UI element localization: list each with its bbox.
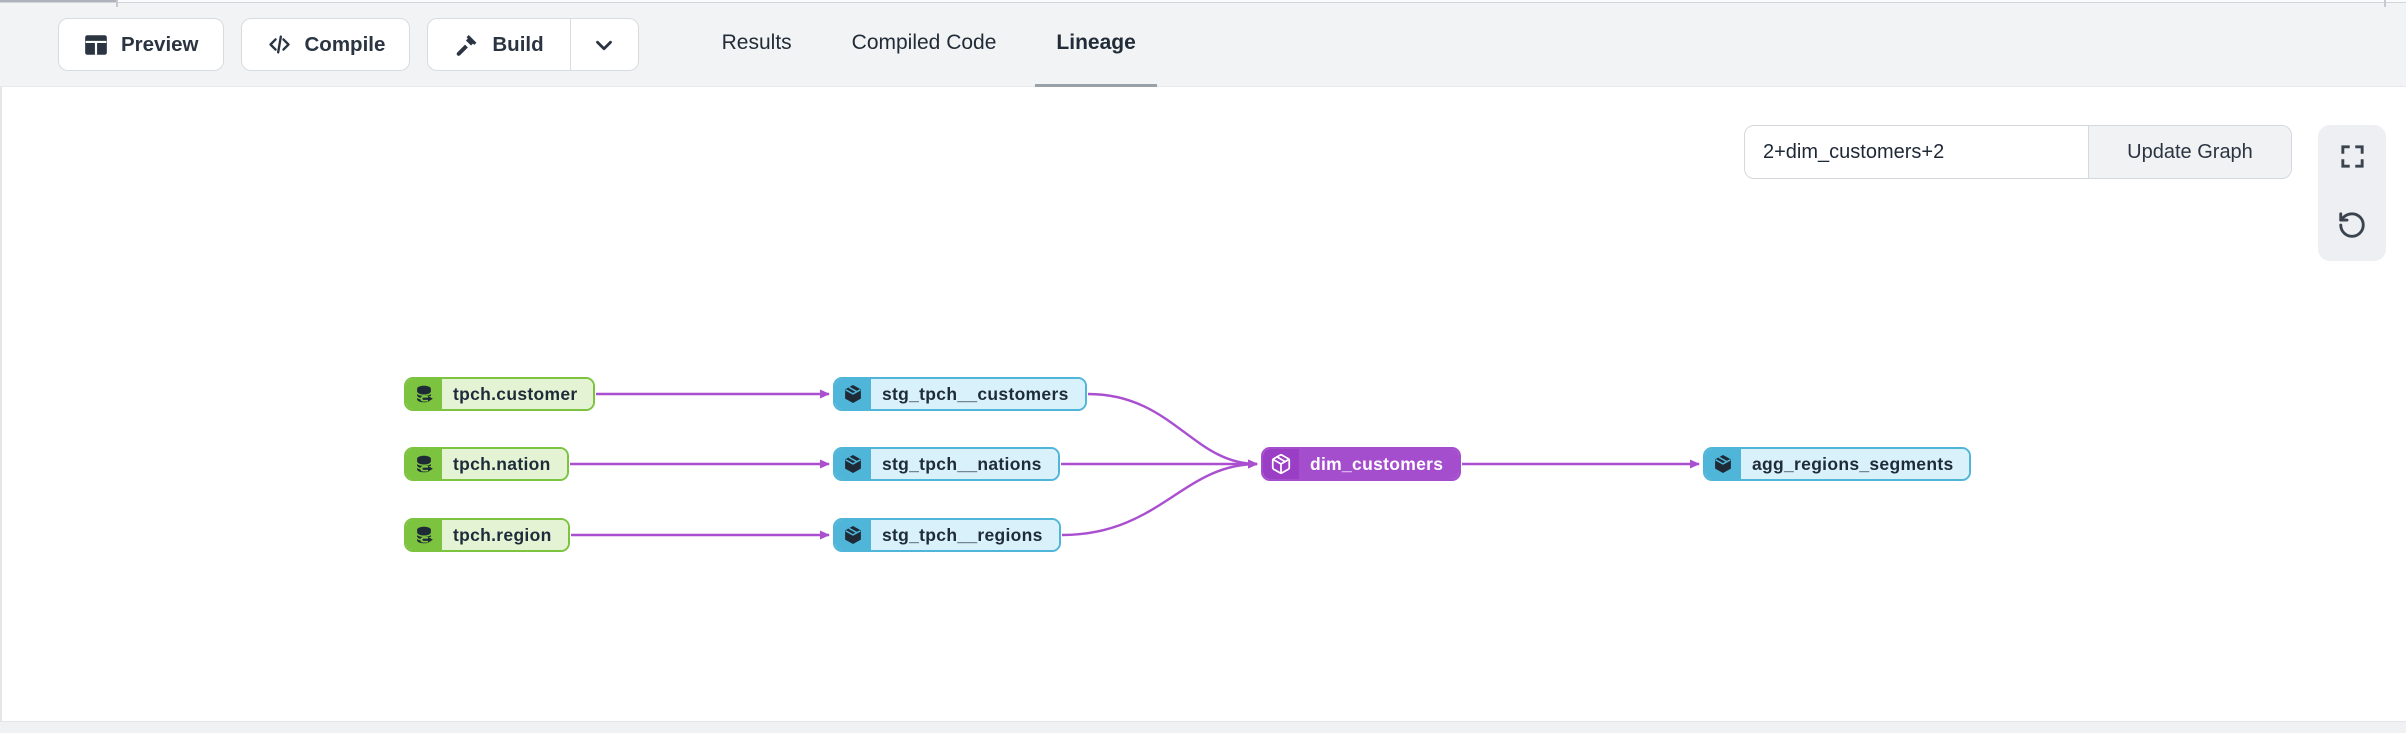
compile-button[interactable]: Compile xyxy=(240,18,411,71)
model-cube-icon xyxy=(835,520,871,550)
lineage-node-dim_customers[interactable]: dim_customers xyxy=(1261,447,1462,481)
model-selector-group: Update Graph xyxy=(1744,125,2292,179)
reset-view-button[interactable] xyxy=(2332,207,2372,247)
lineage-edges-layer xyxy=(570,389,1700,540)
lineage-node-stg_tpch__nations[interactable]: stg_tpch__nations xyxy=(833,447,1060,481)
tab-compiled-code-label: Compiled Code xyxy=(851,31,997,54)
compile-button-label: Compile xyxy=(304,32,386,56)
build-button-label: Build xyxy=(492,32,544,56)
lineage-canvas[interactable]: Update Graph tpch.customer tpch.nation tpc… xyxy=(0,87,2406,721)
node-label: stg_tpch__customers xyxy=(871,379,1085,409)
lineage-node-tpch.region[interactable]: tpch.region xyxy=(404,518,570,552)
node-label: stg_tpch__nations xyxy=(871,449,1058,479)
node-label: tpch.region xyxy=(442,520,568,550)
update-graph-button[interactable]: Update Graph xyxy=(2089,125,2292,179)
model-selector-input[interactable] xyxy=(1744,125,2089,179)
database-source-icon xyxy=(406,449,442,479)
node-label: tpch.nation xyxy=(442,449,567,479)
hammer-icon xyxy=(454,32,480,58)
lineage-node-agg_regions_segments[interactable]: agg_regions_segments xyxy=(1703,447,1972,481)
model-cube-icon xyxy=(1263,449,1299,479)
build-dropdown-button[interactable] xyxy=(569,19,638,70)
table-grid-icon xyxy=(83,32,109,58)
node-label: tpch.customer xyxy=(442,379,594,409)
lineage-node-tpch.customer[interactable]: tpch.customer xyxy=(404,377,596,411)
fullscreen-button[interactable] xyxy=(2332,139,2372,179)
pane-divider-tick xyxy=(2384,0,2386,7)
lineage-node-tpch.nation[interactable]: tpch.nation xyxy=(404,447,569,481)
lineage-node-stg_tpch__customers[interactable]: stg_tpch__customers xyxy=(833,377,1087,411)
tab-lineage-label: Lineage xyxy=(1056,31,1136,54)
node-label: dim_customers xyxy=(1299,449,1460,479)
build-split-button: Build xyxy=(427,18,639,71)
tab-compiled-code[interactable]: Compiled Code xyxy=(831,3,1018,87)
node-label: stg_tpch__regions xyxy=(871,520,1059,550)
lineage-node-stg_tpch__regions[interactable]: stg_tpch__regions xyxy=(833,518,1061,552)
code-icon xyxy=(266,31,293,58)
lineage-edge xyxy=(1087,392,1258,469)
pane-top-edge xyxy=(0,0,2406,7)
tab-lineage[interactable]: Lineage xyxy=(1035,3,1157,87)
pane-divider-notch xyxy=(0,0,116,2)
tab-results[interactable]: Results xyxy=(701,3,813,87)
ide-toolbar: Preview Compile Build xyxy=(0,3,2406,87)
database-source-icon xyxy=(406,379,442,409)
model-cube-icon xyxy=(1705,449,1741,479)
rotate-ccw-icon xyxy=(2337,210,2367,245)
model-cube-icon xyxy=(835,449,871,479)
graph-controls-panel xyxy=(2318,125,2386,261)
model-cube-icon xyxy=(835,379,871,409)
fullscreen-icon xyxy=(2338,142,2367,176)
preview-button-label: Preview xyxy=(121,32,199,56)
chevron-down-icon xyxy=(591,32,617,58)
preview-button[interactable]: Preview xyxy=(58,18,224,71)
lineage-edge xyxy=(1061,459,1258,537)
tab-results-label: Results xyxy=(721,31,792,54)
database-source-icon xyxy=(406,520,442,550)
pane-bottom-edge xyxy=(0,721,2406,733)
build-button[interactable]: Build xyxy=(428,19,569,70)
pane-divider-tick xyxy=(116,0,118,7)
node-label: agg_regions_segments xyxy=(1741,449,1970,479)
results-tab-bar: Results Compiled Code Lineage xyxy=(701,3,1175,87)
